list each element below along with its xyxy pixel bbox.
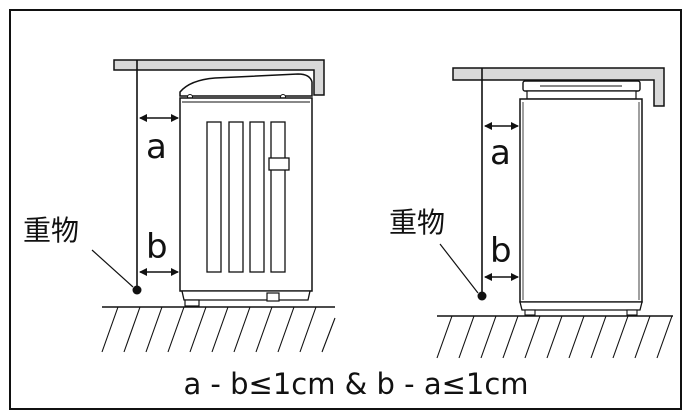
right-shelf: [452, 67, 665, 107]
formula-text: a - b≤1cm & b - a≤1cm: [183, 367, 528, 401]
right-plumb-weight: [477, 291, 487, 301]
right-label-a: a: [490, 133, 511, 173]
right-label-weight: 重物: [389, 206, 445, 239]
right-floor-hatch: [436, 315, 673, 359]
left-label-b: b: [146, 227, 168, 267]
right-front-view: a b 重物: [389, 67, 673, 359]
right-label-b: b: [490, 231, 512, 271]
left-plumb-weight: [132, 285, 142, 295]
left-shelf: [113, 59, 325, 96]
left-washer-lid: [179, 73, 313, 97]
left-washer-body: [179, 97, 313, 292]
left-label-weight: 重物: [23, 214, 79, 247]
left-label-a: a: [146, 127, 167, 167]
right-weight-leader: [439, 243, 479, 294]
left-side-view: a b 重物: [23, 59, 336, 353]
left-floor-hatch: [101, 306, 336, 353]
left-weight-leader: [91, 249, 134, 288]
left-washer-handle: [268, 157, 290, 171]
right-washer-body: [519, 98, 643, 303]
